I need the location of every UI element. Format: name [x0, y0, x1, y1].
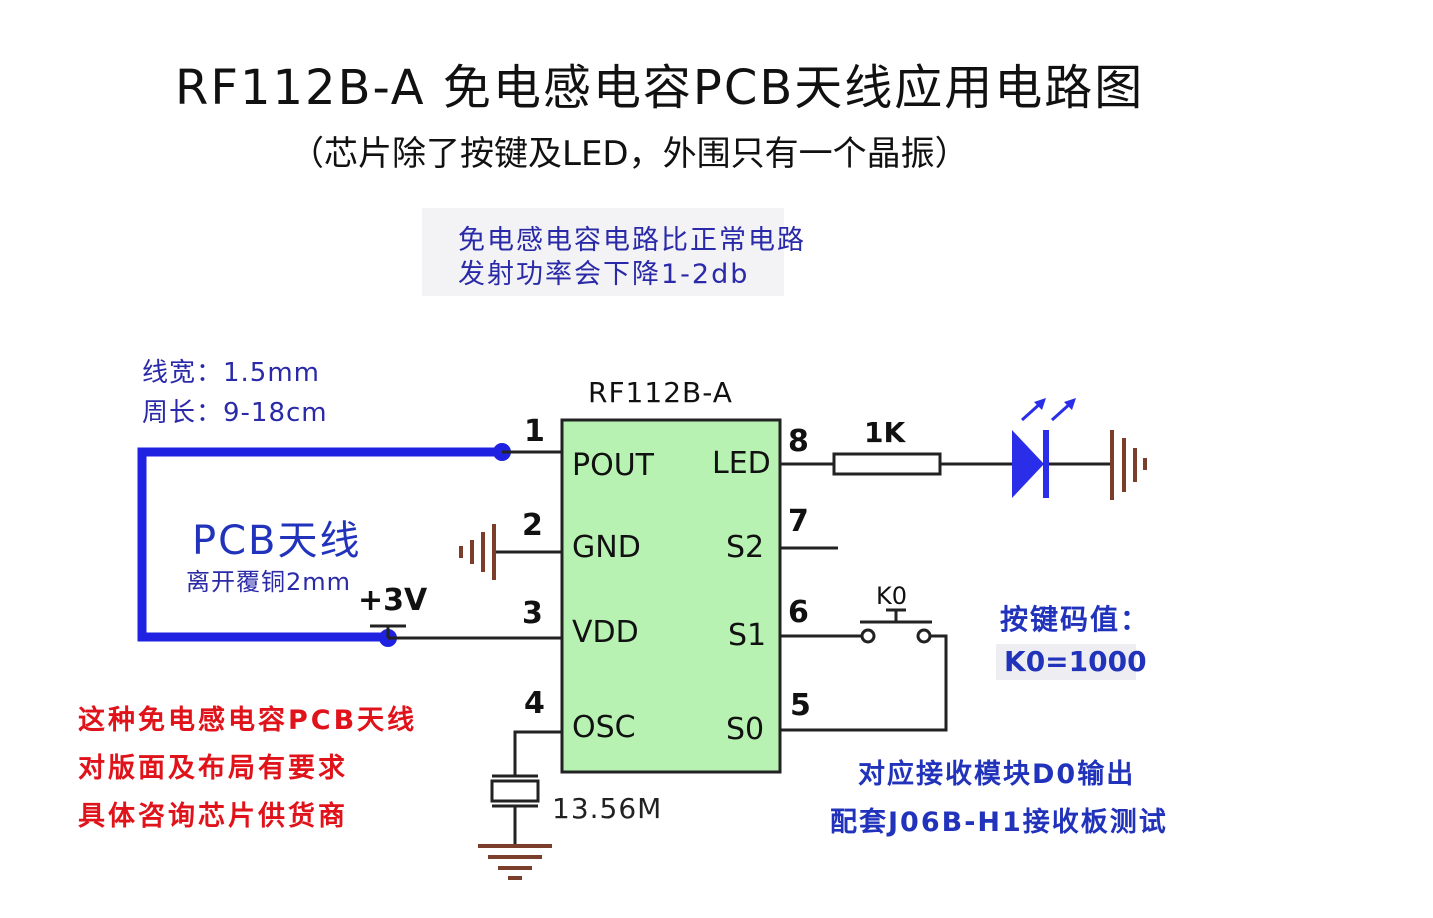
- pin-label-pout: POUT: [572, 448, 654, 483]
- key-code-title: 按键码值：: [1000, 603, 1151, 636]
- page-title: RF112B-A 免电感电容PCB天线应用电路图: [175, 60, 1145, 116]
- page-subtitle: （芯片除了按键及LED，外围只有一个晶振）: [290, 134, 969, 174]
- ground-symbol-led: [1110, 430, 1147, 500]
- pin-number-5: 5: [790, 688, 811, 723]
- ground-symbol-pin2: [459, 524, 496, 580]
- button-label: K0: [876, 582, 908, 610]
- antenna-perimeter-spec: 周长：9-18cm: [142, 398, 328, 428]
- pin-label-s2: S2: [726, 530, 765, 565]
- warning-line-3: 具体咨询芯片供货商: [78, 801, 348, 832]
- pin-label-osc: OSC: [572, 710, 636, 745]
- pin-number-6: 6: [788, 595, 809, 630]
- pin-label-vdd: VDD: [572, 615, 639, 650]
- pin-number-1: 1: [524, 414, 545, 449]
- button-to-s0-wire: [780, 634, 948, 732]
- antenna-note: 离开覆铜2mm: [186, 568, 352, 596]
- warning-line-2: 对版面及布局有要求: [78, 753, 348, 784]
- note-line-2: 发射功率会下降1-2db: [458, 259, 750, 290]
- pin-label-s0: S0: [726, 712, 765, 747]
- pin-label-s1: S1: [728, 618, 767, 653]
- chip-name: RF112B-A: [588, 376, 733, 409]
- led-symbol: [1012, 398, 1076, 498]
- pin4-wire: [513, 730, 562, 776]
- pin-number-8: 8: [788, 424, 809, 459]
- key-code-background: [996, 644, 1136, 680]
- key-code-value: K0=1000: [1004, 645, 1147, 678]
- antenna-title: PCB天线: [192, 518, 362, 564]
- warning-line-1: 这种免电感电容PCB天线: [78, 705, 418, 736]
- pin-label-led: LED: [712, 446, 771, 481]
- push-button-k0: [860, 608, 932, 644]
- pin-number-4: 4: [524, 686, 545, 721]
- pin-label-gnd: GND: [572, 530, 641, 565]
- ground-symbol-crystal: [478, 844, 552, 880]
- resistor-label: 1K: [864, 416, 906, 449]
- note-line-1: 免电感电容电路比正常电路: [458, 225, 806, 256]
- receiver-line-1: 对应接收模块D0输出: [858, 759, 1136, 790]
- resistor-symbol: [832, 452, 942, 476]
- chip-body: [560, 418, 782, 774]
- pin-number-3: 3: [522, 596, 543, 631]
- crystal-symbol: [490, 774, 540, 808]
- supply-label: +3V: [358, 583, 428, 618]
- receiver-line-2: 配套J06B-H1接收板测试: [830, 807, 1168, 838]
- note-background: [422, 208, 784, 296]
- pcb-antenna-loop: [137, 447, 500, 642]
- antenna-width-spec: 线宽：1.5mm: [142, 358, 321, 388]
- pin-number-2: 2: [522, 508, 543, 543]
- pin-number-7: 7: [788, 504, 809, 539]
- crystal-label: 13.56M: [552, 792, 663, 825]
